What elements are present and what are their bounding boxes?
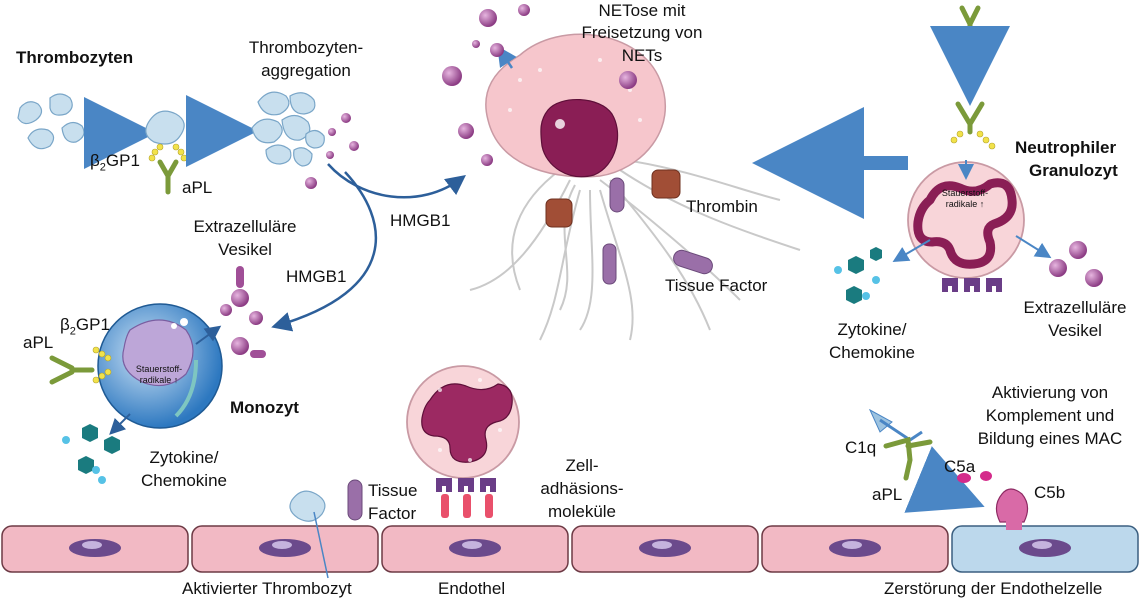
label-thrombozyten: Thrombozyten: [16, 48, 134, 67]
net-fibers: [469, 159, 801, 341]
label-netose-2: Freisetzung von: [581, 23, 703, 42]
activated-platelet: [145, 110, 188, 195]
label-beta2gp1-top: β2GP1: [90, 151, 140, 174]
label-mono-ros-1: Stauerstoff-: [135, 364, 183, 374]
label-zyto-right-2: Chemokine: [829, 343, 915, 362]
net-vesicles: [442, 4, 637, 166]
label-zell-3: moleküle: [547, 502, 617, 521]
label-tissue-factor-endo-1: Tissue: [368, 481, 418, 500]
label-c1q: C1q: [845, 438, 877, 457]
label-mono-ros-2: radikale ↑: [139, 375, 179, 385]
cytokines-right: [834, 247, 882, 304]
label-ev-right-1: Extrazelluläre: [1023, 298, 1127, 317]
label-beta2gp1-mono: β2GP1: [60, 315, 110, 338]
label-c5b: C5b: [1034, 483, 1066, 502]
thrombin-blocks: [545, 169, 681, 228]
label-kompl-2: Komplement und: [985, 406, 1115, 425]
resting-platelets: [17, 93, 85, 150]
label-zell-1: Zell-: [565, 456, 599, 475]
net-nucleus: [540, 98, 619, 178]
label-tissue-factor-net: Tissue Factor: [665, 276, 768, 295]
label-netose-1: NETose mit: [598, 1, 686, 20]
label-ev-left-2: Vesikel: [218, 240, 272, 259]
tissue-factor-shapes: [602, 177, 713, 285]
complement-complex: [868, 408, 1029, 530]
neutrophil-antibody: [930, 5, 1010, 150]
label-hmgb1-b: HMGB1: [286, 267, 347, 286]
arrow-hmgb1-to-net: [327, 163, 466, 199]
small-vesicles-top: [305, 113, 359, 189]
arrow-hmgb1-to-monocyte: [271, 171, 378, 332]
label-zyto-left-1: Zytokine/: [149, 448, 219, 467]
label-kompl-1: Aktivierung von: [991, 383, 1109, 402]
monocyte-vesicles: [220, 266, 266, 358]
label-neutro-ros-2: radikale ↑: [945, 199, 985, 209]
label-ev-left-1: Extrazelluläre: [193, 217, 297, 236]
label-netose-3: NETs: [621, 46, 663, 65]
label-ev-right-2: Vesikel: [1048, 321, 1102, 340]
endothel-tissue-factor: [347, 479, 363, 521]
label-aggregation-1: Thrombozyten-: [248, 38, 364, 57]
label-neutrophil-2: Granulozyt: [1029, 161, 1118, 180]
label-aggregation-2: aggregation: [261, 61, 351, 80]
platelet-aggregate: [251, 91, 325, 167]
label-zyto-left-2: Chemokine: [141, 471, 227, 490]
label-neutrophil-1: Neutrophiler: [1015, 138, 1117, 157]
label-zyto-right-1: Zytokine/: [837, 320, 907, 339]
monocyte-antibody: [49, 346, 112, 385]
label-thrombin: Thrombin: [686, 197, 758, 216]
label-apl-mono: aPL: [23, 333, 54, 352]
label-neutro-ros-1: Stauerstoff-: [941, 188, 989, 198]
label-monozyt: Monozyt: [230, 398, 299, 417]
net-dots: [508, 58, 642, 122]
activated-platelet-endothel: [289, 490, 329, 579]
label-endothel: Endothel: [438, 579, 506, 598]
label-kompl-3: Bildung eines MAC: [977, 429, 1123, 448]
neutrophil-cell: [907, 160, 1025, 292]
label-zerstoerung: Zerstörung der Endothelzelle: [884, 579, 1103, 598]
label-apl-top: aPL: [182, 178, 213, 197]
monocyte-cell: [97, 303, 223, 429]
endothelium: [1, 525, 1139, 573]
vesicles-right: [1049, 241, 1103, 287]
label-aktivierter-thrombozyt: Aktivierter Thrombozyt: [182, 579, 352, 598]
label-zell-2: adhäsions-: [540, 479, 624, 498]
label-c5a: C5a: [944, 457, 976, 476]
cytokines-left: [62, 424, 120, 484]
adherent-neutrophil: [406, 365, 520, 518]
label-hmgb1-a: HMGB1: [390, 211, 451, 230]
label-apl-kompl: aPL: [872, 485, 903, 504]
label-tissue-factor-endo-2: Factor: [368, 504, 417, 523]
